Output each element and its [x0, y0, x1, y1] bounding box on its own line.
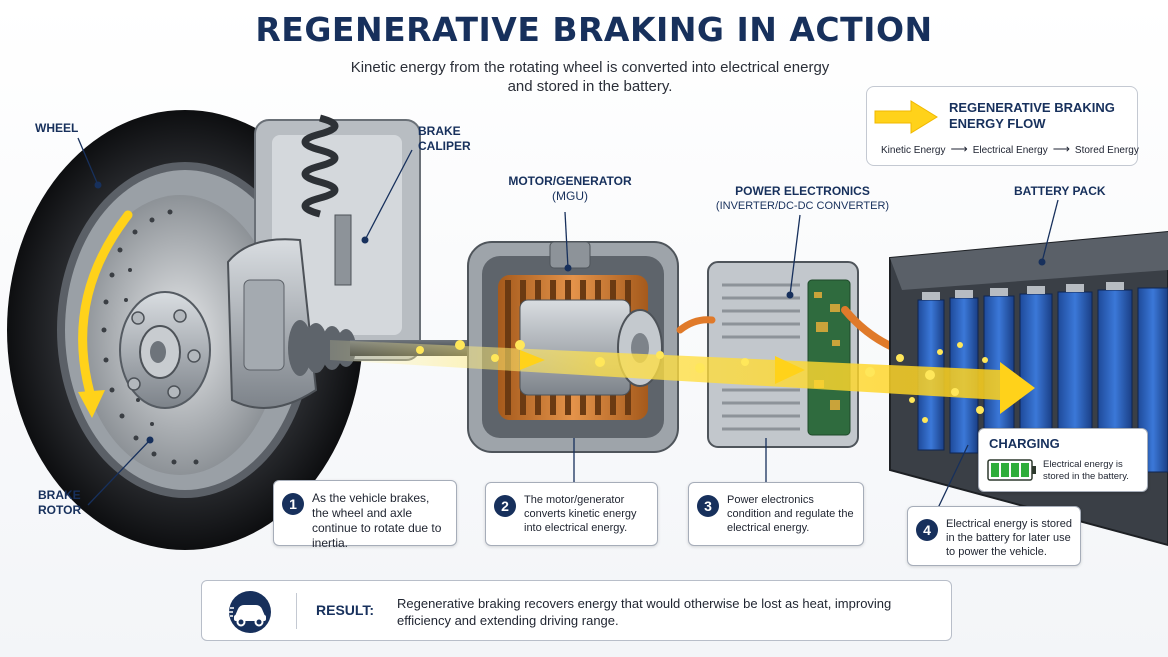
step-number: 3: [697, 495, 719, 517]
step-number: 2: [494, 495, 516, 517]
step-text: Power electronics condition and regulate…: [727, 494, 854, 534]
step-4-callout: 4 Electrical energy is stored in the bat…: [907, 506, 1081, 566]
legend-flow-item: Kinetic Energy: [881, 145, 946, 156]
car-icon: [229, 591, 271, 633]
legend-flow-item: Electrical Energy: [972, 145, 1048, 156]
power-electronics-graphic: [676, 261, 909, 448]
legend-title: REGENERATIVE BRAKING ENERGY FLOW: [949, 100, 1115, 131]
label-wheel: WHEEL: [35, 121, 79, 135]
page-subtitle: Kinetic energy from the rotating wheel i…: [0, 58, 1168, 96]
energy-beam: [330, 340, 1035, 423]
charging-callout: CHARGING Electrical energy is stored in …: [978, 428, 1148, 492]
flow-arrow-icon: ⟶: [1052, 142, 1070, 156]
step-1-callout: 1 As the vehicle brakes, the wheel and a…: [273, 480, 457, 550]
energy-flow-legend: REGENERATIVE BRAKING ENERGY FLOW Kinetic…: [866, 86, 1139, 166]
result-bar: RESULT: Regenerative braking recovers en…: [201, 580, 952, 641]
label-motor-generator: MOTOR/GENERATOR (MGU): [500, 174, 640, 204]
charging-text: Electrical energy is stored in the batte…: [1043, 459, 1129, 482]
charging-title: CHARGING: [989, 436, 1060, 451]
page-title: REGENERATIVE BRAKING IN ACTION: [255, 10, 933, 49]
step-text: As the vehicle brakes, the wheel and axl…: [312, 491, 442, 550]
legend-flow: Kinetic Energy ⟶ Electrical Energy ⟶ Stored …: [881, 142, 1139, 156]
step-text: The motor/generator converts kinetic ene…: [524, 494, 637, 534]
label-power-electronics: POWER ELECTRONICS (INVERTER/DC-DC CONVER…: [710, 184, 895, 214]
step-number: 4: [916, 519, 938, 541]
step-number: 1: [282, 493, 304, 515]
label-power-electronics-main: POWER ELECTRONICS: [735, 184, 870, 198]
label-battery-pack: BATTERY PACK: [1014, 184, 1106, 198]
label-brake-caliper: BRAKE CALIPER: [418, 124, 471, 153]
result-text: Regenerative braking recovers energy tha…: [397, 596, 892, 628]
subtitle-line-1: Kinetic energy from the rotating wheel i…: [350, 59, 830, 76]
battery-charge-bar: [1011, 463, 1019, 477]
step-text: Electrical energy is stored in the batte…: [946, 518, 1072, 558]
label-motor-generator-main: MOTOR/GENERATOR: [508, 174, 632, 188]
result-divider: [296, 593, 297, 629]
subtitle-line-2: and stored in the battery.: [507, 78, 673, 95]
flow-arrow-icon: ⟶: [950, 142, 968, 156]
result-label: RESULT:: [316, 602, 375, 618]
battery-charge-bar: [1021, 463, 1029, 477]
step-3-callout: 3 Power electronics condition and regula…: [688, 482, 864, 546]
battery-charge-bar: [1001, 463, 1009, 477]
battery-icon: [987, 459, 1036, 481]
battery-charge-bar: [991, 463, 999, 477]
energy-arrow-icon: [874, 100, 938, 134]
motor-generator-graphic: [467, 241, 679, 453]
brake-caliper-graphic: [226, 114, 480, 409]
legend-flow-item: Stored Energy: [1074, 145, 1139, 156]
step-2-callout: 2 The motor/generator converts kinetic e…: [485, 482, 658, 546]
label-motor-generator-sub: (MGU): [552, 189, 588, 203]
rotation-arrow-icon: [78, 210, 133, 405]
label-brake-rotor: BRAKE ROTOR: [38, 488, 82, 517]
label-power-electronics-sub: (INVERTER/DC-DC CONVERTER): [715, 200, 890, 212]
